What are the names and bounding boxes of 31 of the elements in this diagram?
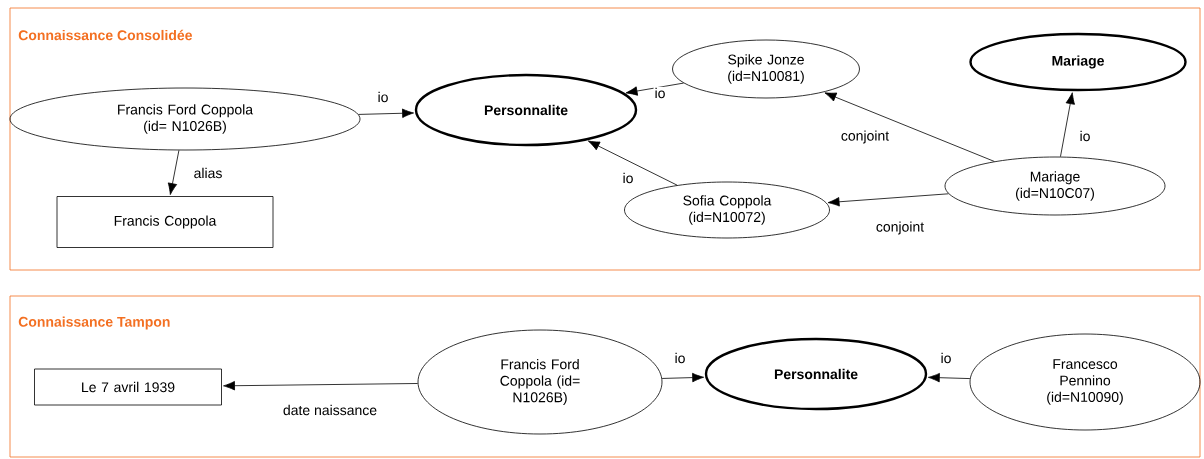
edge-label: io bbox=[653, 86, 667, 100]
arrow bbox=[358, 108, 414, 118]
arrow bbox=[661, 372, 705, 383]
ellipse-node: Mariage (id=N10C07) bbox=[944, 156, 1166, 216]
arrow bbox=[587, 140, 678, 186]
ellipse-node: Spike Jonze (id=N10081) bbox=[672, 39, 860, 99]
edge-label: io bbox=[673, 351, 687, 365]
arrow bbox=[1060, 92, 1075, 158]
arrow bbox=[223, 381, 419, 391]
rectangle-node: Francis Coppola bbox=[56, 196, 274, 248]
arrow bbox=[167, 150, 180, 195]
edge-label: conjoint bbox=[839, 129, 891, 145]
arrow bbox=[824, 92, 995, 162]
ellipse-node: Personnalite bbox=[414, 73, 638, 147]
ellipse-node: Francis Ford Coppola (id= N1026B) bbox=[9, 87, 361, 151]
edge-label: conjoint bbox=[874, 220, 926, 236]
arrow bbox=[927, 373, 971, 383]
edge-label: io bbox=[376, 90, 390, 104]
panel-title: Connaissance Tampon bbox=[18, 316, 170, 330]
edge-label: date naissance bbox=[281, 403, 379, 417]
ellipse-node: Francesco Pennino (id=N10090) bbox=[969, 333, 1201, 431]
edge-label: io bbox=[1078, 129, 1092, 143]
arrow bbox=[827, 193, 949, 207]
arrow bbox=[625, 82, 684, 96]
rectangle-node: Le 7 avril 1939 bbox=[34, 368, 222, 406]
panel-title: Connaissance Consolidée bbox=[18, 29, 192, 41]
ellipse-node: Personnalite bbox=[704, 337, 928, 411]
edge-label: alias bbox=[192, 166, 224, 180]
ellipse-node: Francis Ford Coppola (id= N1026B) bbox=[417, 329, 663, 435]
ellipse-node: Mariage bbox=[969, 32, 1187, 92]
edge-label: io bbox=[939, 351, 953, 365]
